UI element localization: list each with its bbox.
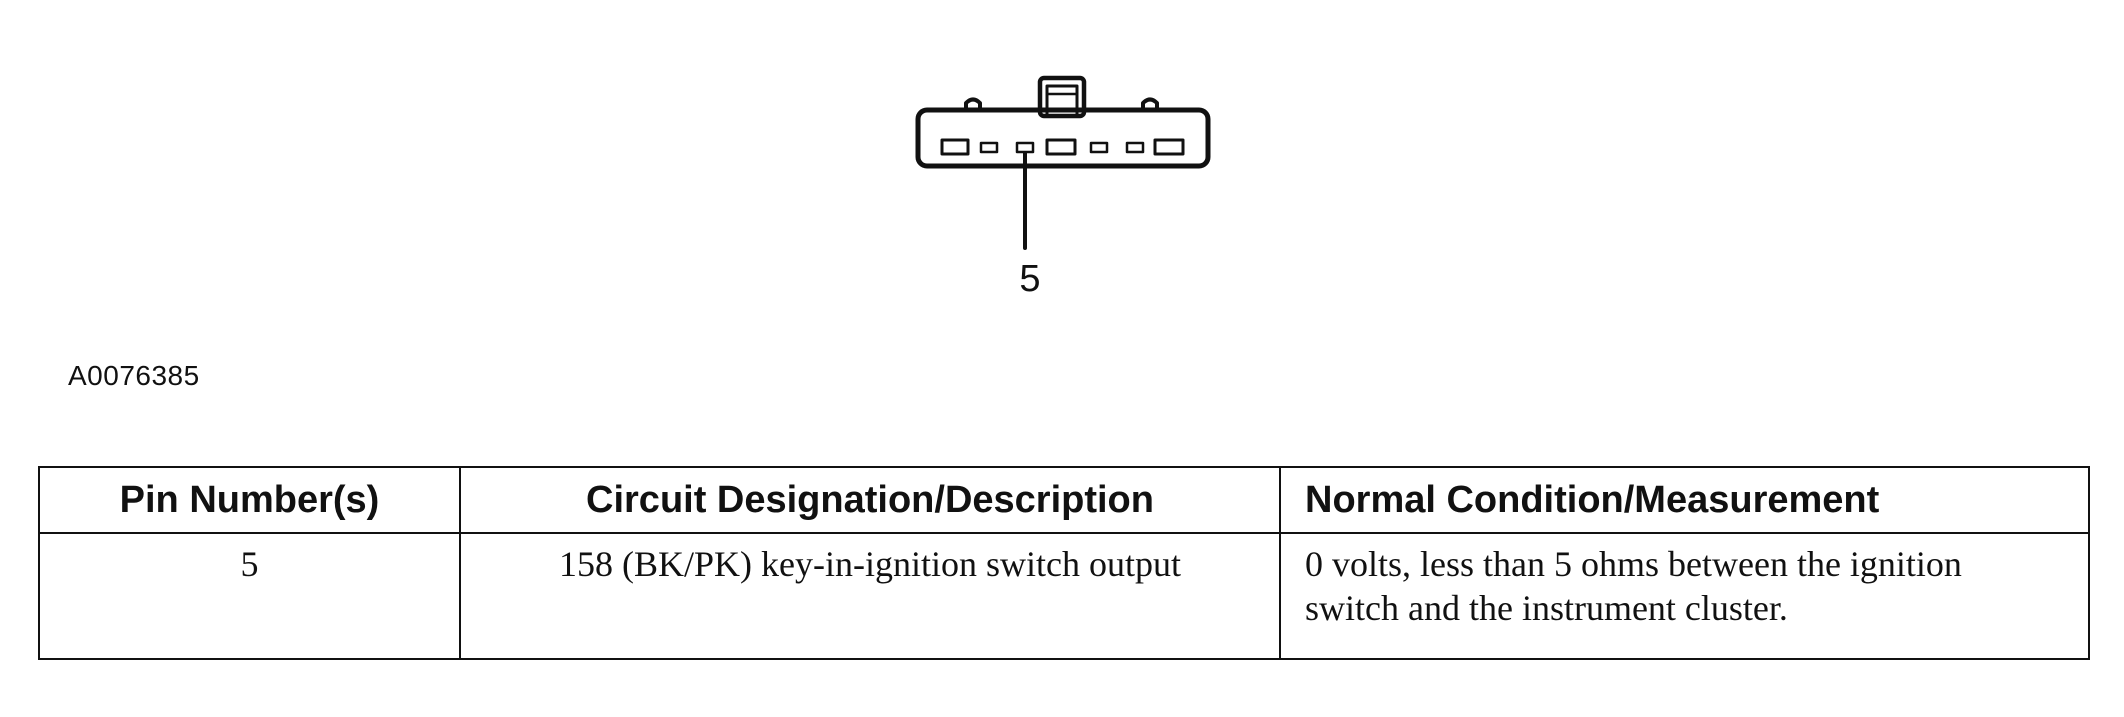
pin-cavity xyxy=(1153,138,1185,156)
pin-cavity xyxy=(979,141,999,154)
figure-id: A0076385 xyxy=(68,360,200,391)
column-header-pin-number: Pin Number(s) xyxy=(38,466,461,534)
pin-table: Pin Number(s) Circuit Designation/Descri… xyxy=(38,466,2090,660)
pin-cavity xyxy=(1125,141,1145,154)
cell-pin-number: 5 xyxy=(38,532,461,660)
connector-lock-tab-inner xyxy=(1045,84,1079,118)
pin-callout-label: 5 xyxy=(1019,258,1041,300)
connector-body xyxy=(915,107,1211,169)
column-header-circuit: Circuit Designation/Description xyxy=(459,466,1281,534)
column-header-condition: Normal Condition/Measurement xyxy=(1279,466,2090,534)
cell-circuit: 158 (BK/PK) key-in-ignition switch outpu… xyxy=(459,532,1281,660)
connector-diagram xyxy=(915,75,1211,250)
pin-cavity xyxy=(1045,138,1077,156)
table-header-row: Pin Number(s) Circuit Designation/Descri… xyxy=(38,466,2090,534)
pin-cavity xyxy=(1089,141,1109,154)
table-row: 5 158 (BK/PK) key-in-ignition switch out… xyxy=(38,532,2090,660)
pin-cavity xyxy=(940,138,970,156)
pin-cavity xyxy=(1015,141,1035,154)
connector-post-right xyxy=(1141,97,1159,110)
cell-condition: 0 volts, less than 5 ohms between the ig… xyxy=(1279,532,2090,660)
connector-post-left xyxy=(964,97,982,110)
